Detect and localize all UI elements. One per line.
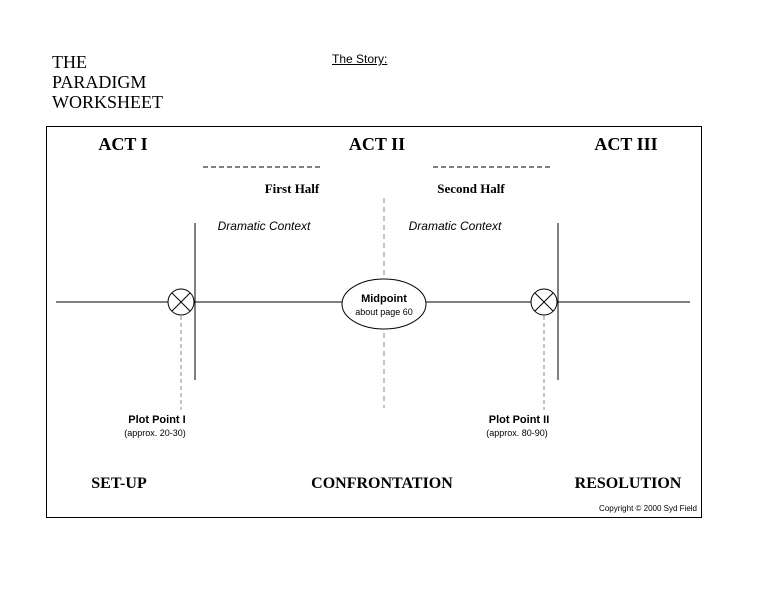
story-label: The Story: [332, 52, 388, 66]
paradigm-diagram-frame [46, 126, 702, 518]
title-line-2: PARADIGM [52, 72, 147, 92]
midpoint-sublabel: about page 60 [355, 307, 413, 317]
title-line-3: WORKSHEET [52, 92, 163, 112]
plot-point-2-label: Plot Point II [489, 414, 550, 426]
midpoint-label: Midpoint [361, 293, 407, 305]
plot-point-1-marker-icon [167, 288, 195, 316]
act3-heading: ACT III [594, 134, 657, 154]
copyright-notice: Copyright © 2000 Syd Field [599, 504, 697, 513]
title-line-1: THE [52, 52, 87, 72]
act2-heading: ACT II [349, 134, 405, 154]
plot-point-1-range: (approx. 20-30) [124, 428, 186, 438]
dramatic-context-left: Dramatic Context [218, 219, 311, 233]
act1-heading: ACT I [98, 134, 147, 154]
confrontation-label: CONFRONTATION [311, 475, 453, 492]
midpoint-ellipse [341, 278, 427, 330]
worksheet-title: THE PARADIGM WORKSHEET [52, 52, 163, 112]
second-half-label: Second Half [437, 181, 505, 196]
plot-point-2-range: (approx. 80-90) [486, 428, 548, 438]
dramatic-context-right: Dramatic Context [409, 219, 502, 233]
resolution-label: RESOLUTION [575, 475, 682, 492]
first-half-label: First Half [265, 181, 320, 196]
plot-point-2-marker-icon [530, 288, 558, 316]
plot-point-1-label: Plot Point I [128, 414, 185, 426]
setup-label: SET-UP [91, 475, 147, 492]
